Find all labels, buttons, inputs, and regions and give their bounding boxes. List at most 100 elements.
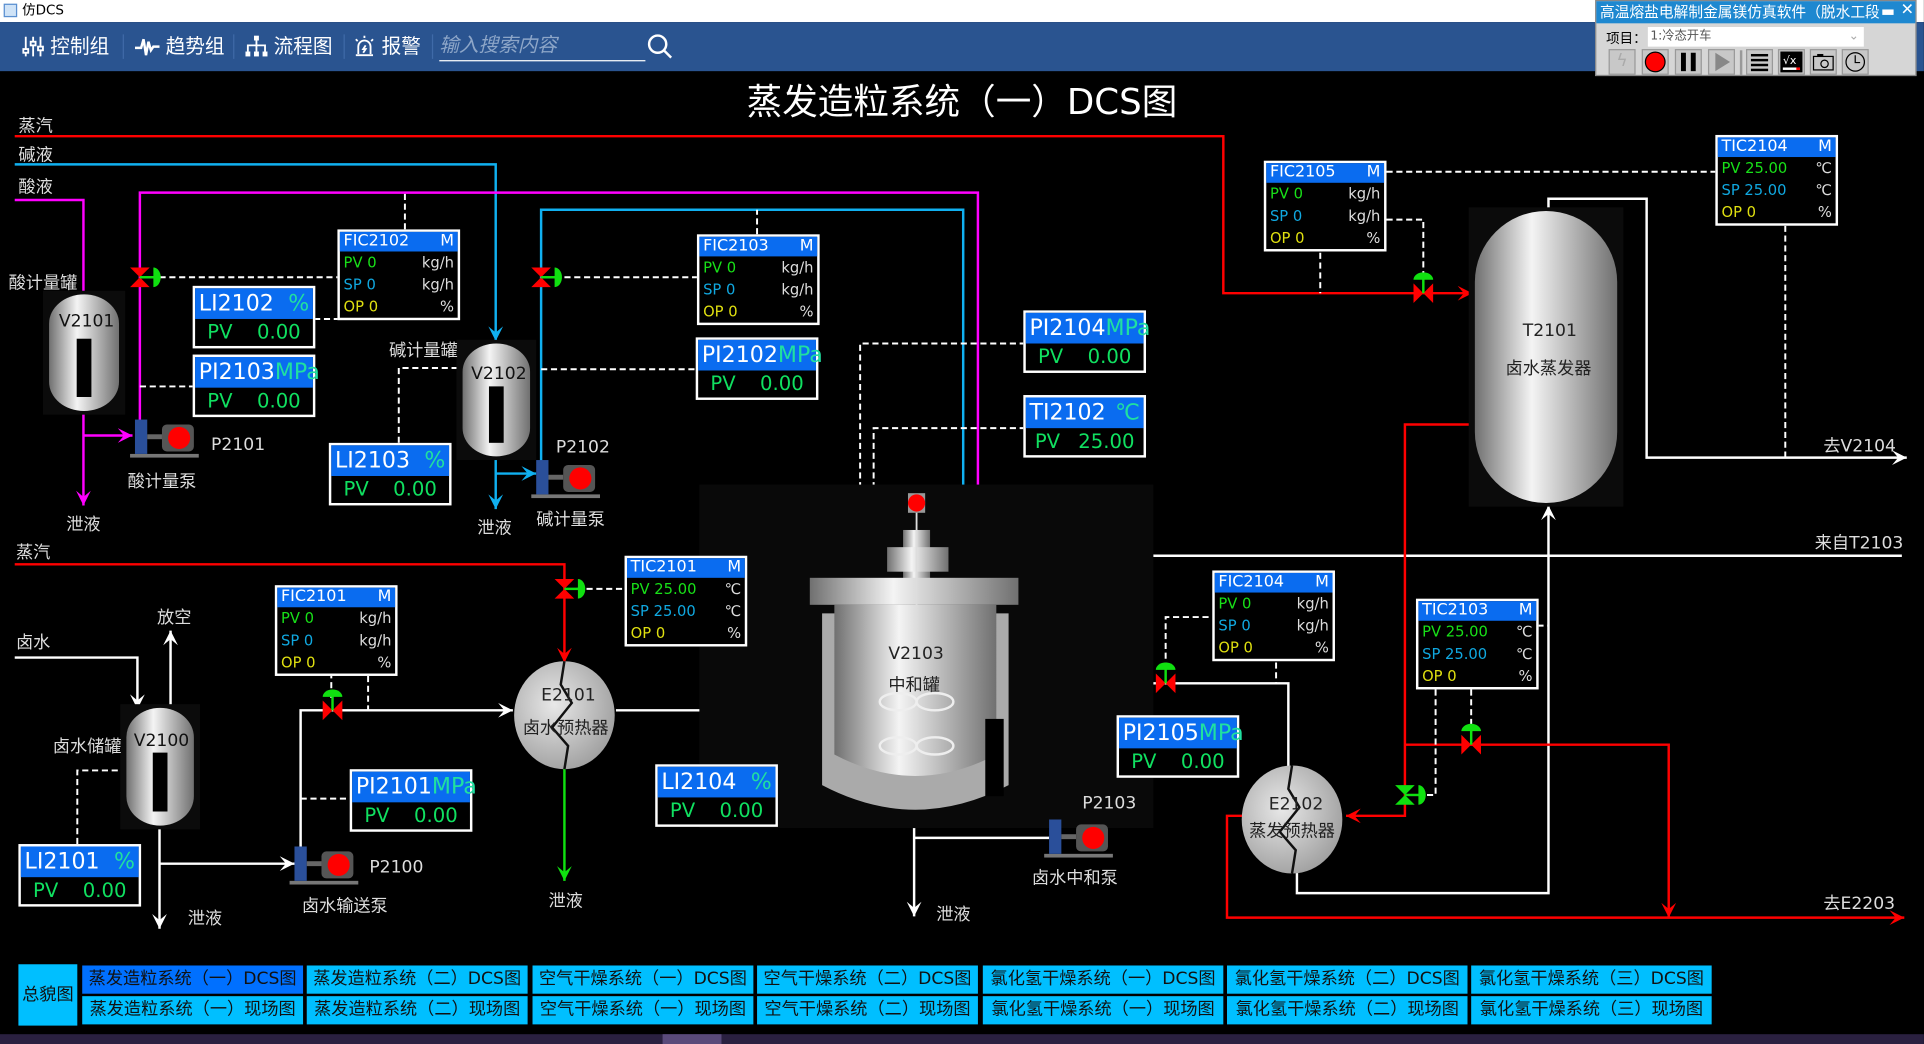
mode-indicator: M (1518, 601, 1533, 620)
nav-field-button[interactable]: 氯化氢干燥系统（三）现场图 (1471, 996, 1712, 1025)
steam-pipe-bottom (14, 563, 566, 663)
toolbar-trend-group[interactable]: 趋势组 (134, 32, 225, 61)
pump-coupling (147, 434, 162, 440)
label-p2100: P2100 (369, 857, 424, 878)
scrollbar-thumb[interactable] (662, 1034, 722, 1044)
project-value: 1:冷态开车 (1650, 29, 1712, 43)
nav-dcs-button[interactable]: 氯化氢干燥系统（三）DCS图 (1471, 965, 1712, 994)
valve-body (531, 267, 551, 278)
unit-label: ℃ (1815, 181, 1832, 199)
sliders-icon (22, 36, 44, 57)
nav-dcs-button[interactable]: 空气干燥系统（二）DCS图 (757, 965, 978, 994)
valve-body (130, 267, 150, 278)
close-icon[interactable]: ✕ (1900, 1, 1915, 20)
pv-value: 0.00 (414, 803, 458, 827)
nav-overview-button[interactable]: 总貌图 (18, 964, 78, 1026)
pv-value: 0.00 (256, 388, 301, 413)
nav-dcs-button[interactable]: 空气干燥系统（一）DCS图 (532, 965, 754, 994)
nav-dcs-button[interactable]: 蒸发造粒系统（一）DCS图 (82, 965, 304, 994)
toolbar-control-group[interactable]: 控制组 (22, 32, 109, 61)
nav-dcs-button[interactable]: 蒸发造粒系统（二）DCS图 (306, 965, 528, 994)
play-button[interactable] (1707, 49, 1735, 75)
steam-to-e2203-pipe (1404, 743, 1670, 918)
nav-field-button[interactable]: 空气干燥系统（二）现场图 (757, 996, 978, 1025)
minimize-icon[interactable]: ▬ (1880, 2, 1895, 20)
pump-coupling (1061, 834, 1077, 840)
valve-body (1395, 785, 1415, 795)
clock-button[interactable] (1841, 49, 1869, 75)
formula-button[interactable]: √x (1777, 49, 1805, 75)
label-v2101: V2101 (58, 311, 115, 332)
nav-field-button[interactable]: 空气干燥系统（一）现场图 (532, 996, 754, 1025)
tag-name: FIC2104 (1218, 572, 1285, 592)
record-button[interactable] (1641, 49, 1669, 75)
label-v2102: V2102 (471, 364, 527, 384)
list-button[interactable] (1746, 49, 1774, 75)
pv-label: PV (1034, 429, 1061, 453)
nav-dcs-button[interactable]: 氯化氢干燥系统（一）DCS图 (982, 965, 1224, 994)
search-input[interactable] (439, 31, 646, 62)
mode-indicator: M (727, 558, 742, 577)
tag-name: LI2102 (198, 290, 274, 317)
level-bar (152, 752, 168, 812)
nav-field-button[interactable]: 氯化氢干燥系统（二）现场图 (1227, 996, 1468, 1025)
faceplate-row-sp: SP 25.00℃ (1418, 643, 1536, 665)
signal-line (1417, 689, 1437, 796)
nav-field-button[interactable]: 蒸发造粒系统（一）现场图 (82, 996, 304, 1025)
nav-field-button[interactable]: 蒸发造粒系统（二）现场图 (306, 996, 528, 1025)
label-to-e2203: 去E2203 (1823, 894, 1896, 914)
arrow-head-icon (488, 326, 504, 342)
camera-icon (1812, 53, 1834, 71)
toolbar-flowchart[interactable]: 流程图 (245, 32, 333, 61)
pump-impeller (294, 846, 307, 881)
label-acid-tank: 酸计量罐 (8, 273, 78, 294)
unit-label: % (113, 848, 135, 875)
window-titlebar: 仿DCS (0, 0, 1924, 23)
camera-button[interactable] (1809, 49, 1837, 75)
pump-status-icon (168, 426, 191, 450)
faceplate-header: TI2102℃ (1025, 397, 1144, 429)
search-icon[interactable] (647, 33, 674, 60)
lightning-button[interactable]: ϟ (1608, 49, 1636, 75)
tag-name: FIC2103 (703, 236, 769, 256)
valve-body (1471, 734, 1481, 755)
pause-button[interactable] (1674, 49, 1702, 75)
tag-name: LI2101 (24, 848, 100, 875)
nav-field-button[interactable]: 氯化氢干燥系统（一）现场图 (982, 996, 1224, 1025)
vessel-t2101 (1468, 207, 1624, 507)
label-vent: 放空 (157, 608, 192, 629)
faceplate-row-pv: PV 25.00℃ (1718, 157, 1836, 179)
nav-dcs-button[interactable]: 氯化氢干燥系统（二）DCS图 (1227, 965, 1468, 994)
toolbar-alarm[interactable]: 报警 (353, 32, 421, 61)
project-select[interactable]: 1:冷态开车 ⌄ (1647, 26, 1864, 47)
horizontal-scrollbar[interactable] (0, 1034, 1924, 1044)
acid-pipe (14, 198, 85, 295)
sp-value: SP 0 (1269, 207, 1303, 225)
